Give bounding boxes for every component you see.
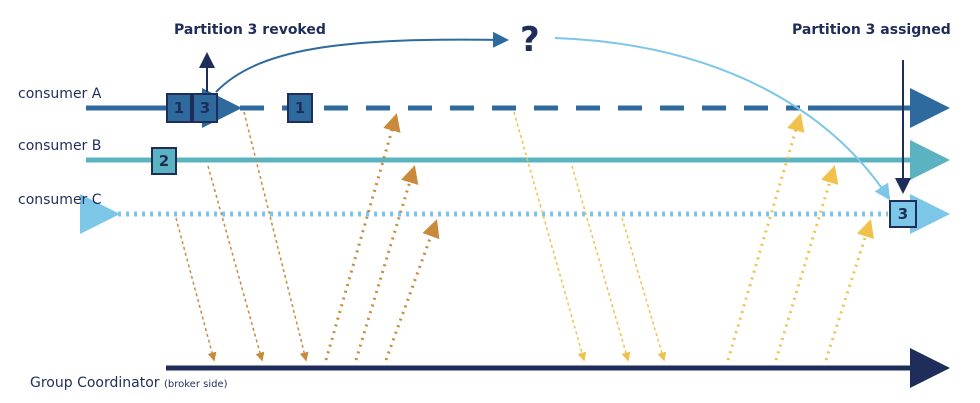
sync-request-arrow	[513, 111, 587, 362]
join-response-arrow	[354, 165, 419, 361]
consumer-b-label: consumer B	[18, 138, 102, 154]
partition-revoked-label: Partition 3 revoked	[174, 22, 326, 38]
consumer-c-label: consumer C	[18, 192, 102, 208]
partition-box-a-1-later: 1	[287, 93, 313, 123]
join-response-arrow	[384, 219, 440, 361]
question-mark: ?	[520, 20, 540, 60]
sync-request-arrow	[571, 165, 631, 362]
coordinator-note: (broker side)	[163, 379, 228, 390]
join-request-arrow	[207, 165, 265, 362]
partition-box-a-1: 1	[166, 93, 192, 123]
assign-curve-arrow	[554, 37, 891, 201]
coordinator-title: Group Coordinator	[30, 375, 160, 391]
partition-box-c-3: 3	[889, 200, 917, 228]
revoke-curve-arrow	[215, 31, 509, 93]
join-response-arrow	[324, 113, 401, 361]
group-coordinator-label: Group Coordinator (broker side)	[30, 375, 228, 391]
consumer-a-label: consumer A	[18, 86, 102, 102]
join-request-arrow	[175, 217, 217, 362]
sync-request-arrow	[621, 217, 667, 362]
partition-box-a-3: 3	[192, 93, 218, 123]
partition-assigned-label: Partition 3 assigned	[792, 22, 951, 38]
join-request-arrow	[243, 111, 309, 362]
sync-response-arrow	[726, 113, 805, 361]
sync-response-arrow	[824, 219, 875, 361]
sync-response-arrow	[774, 165, 839, 361]
partition-box-b-2: 2	[151, 147, 177, 175]
